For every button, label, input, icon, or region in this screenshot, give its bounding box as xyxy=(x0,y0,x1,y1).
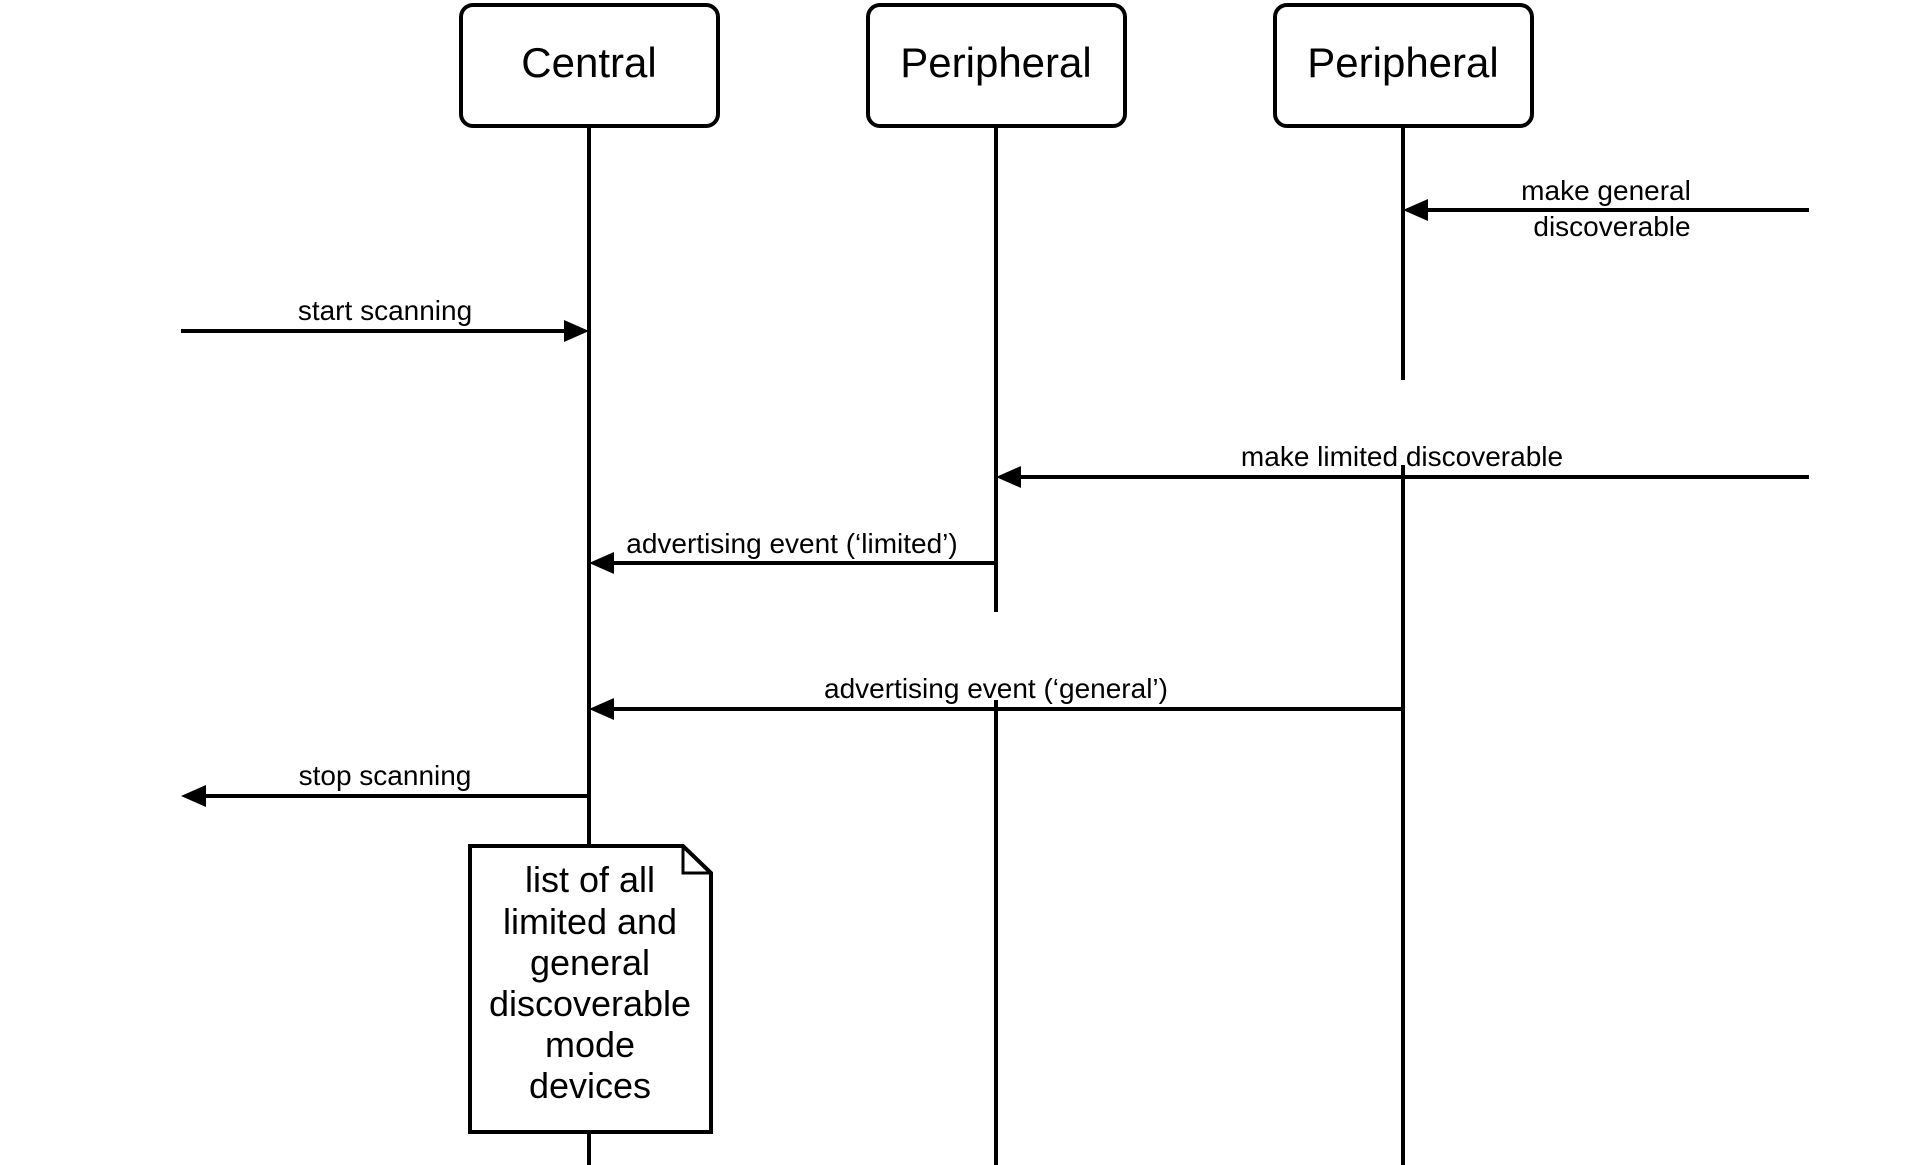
result-note-line-5: mode xyxy=(545,1024,635,1065)
message-make-limited-label: make limited discoverable xyxy=(1241,441,1563,472)
message-start-scanning: start scanning xyxy=(181,295,589,342)
message-make-general-label-line2: discoverable xyxy=(1533,211,1690,242)
arrowhead-advertising-general-icon xyxy=(589,698,614,720)
message-advertising-general: advertising event (‘general’) xyxy=(589,673,1403,720)
result-note-line-4: discoverable xyxy=(489,983,691,1024)
arrowhead-make-general-icon xyxy=(1403,199,1428,221)
message-make-general-discoverable: make general discoverable xyxy=(1403,175,1809,242)
arrowhead-make-limited-icon xyxy=(996,466,1021,488)
result-note-line-3: general xyxy=(530,942,650,983)
message-stop-scanning-label: stop scanning xyxy=(299,760,472,791)
arrowhead-stop-scanning-icon xyxy=(181,785,206,807)
message-start-scanning-label: start scanning xyxy=(298,295,472,326)
result-note-line-6: devices xyxy=(529,1065,651,1106)
lifeline-peripheral-2-label: Peripheral xyxy=(1307,39,1498,86)
arrowhead-start-scanning-icon xyxy=(564,320,589,342)
lifeline-peripheral-1-label: Peripheral xyxy=(900,39,1091,86)
result-note-fold xyxy=(681,846,711,875)
message-advertising-general-label: advertising event (‘general’) xyxy=(824,673,1168,704)
message-advertising-limited: advertising event (‘limited’) xyxy=(589,528,996,574)
result-note: list of all limited and general discover… xyxy=(468,844,713,1134)
lifeline-central: Central xyxy=(459,3,720,128)
result-note-box xyxy=(468,844,713,1134)
message-stop-scanning: stop scanning xyxy=(181,760,589,807)
result-note-line-2: limited and xyxy=(503,901,677,942)
message-advertising-limited-label: advertising event (‘limited’) xyxy=(626,528,957,559)
lifeline-peripheral-1: Peripheral xyxy=(866,3,1127,128)
message-make-limited-discoverable: make limited discoverable xyxy=(996,441,1809,488)
lifeline-central-label: Central xyxy=(521,39,656,86)
arrowhead-advertising-limited-icon xyxy=(589,552,614,574)
result-note-line-1: list of all xyxy=(525,859,655,900)
lifeline-peripheral-2: Peripheral xyxy=(1273,3,1534,128)
message-make-general-label: make general xyxy=(1521,175,1691,206)
